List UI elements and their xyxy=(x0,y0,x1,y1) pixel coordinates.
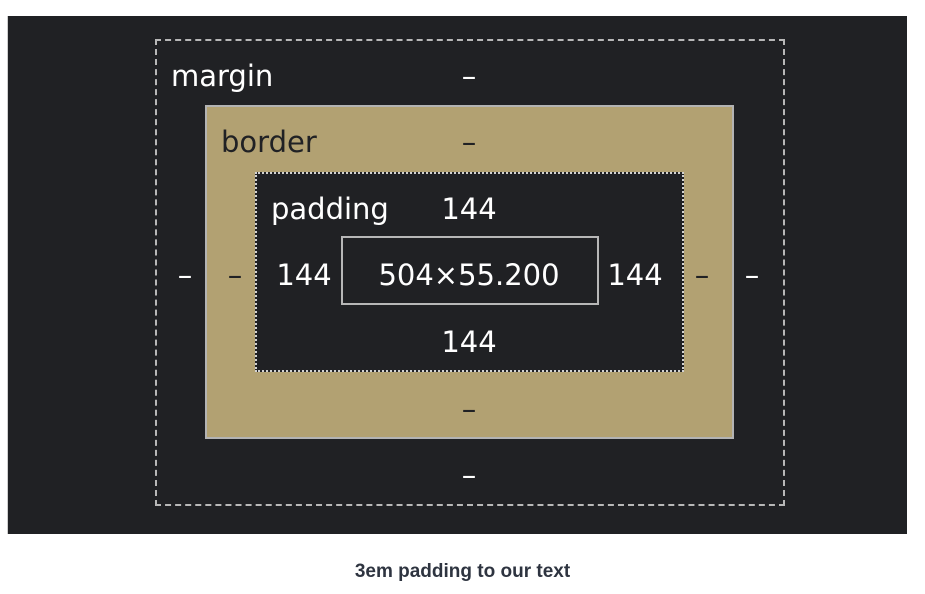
border-left-value[interactable]: – xyxy=(227,258,243,292)
margin-bottom-value[interactable]: – xyxy=(461,458,477,492)
content-box[interactable] xyxy=(341,236,599,305)
border-label: border xyxy=(221,125,317,159)
border-top-value[interactable]: – xyxy=(461,125,477,159)
border-right-value[interactable]: – xyxy=(694,258,710,292)
padding-box[interactable] xyxy=(255,172,684,372)
padding-bottom-value[interactable]: 144 xyxy=(441,325,497,359)
padding-right-value[interactable]: 144 xyxy=(607,258,663,292)
content-size-value[interactable]: 504×55.200 xyxy=(378,258,560,292)
margin-right-value[interactable]: – xyxy=(744,258,760,292)
border-bottom-value[interactable]: – xyxy=(461,392,477,426)
figure-caption: 3em padding to our text xyxy=(354,561,571,582)
padding-top-value[interactable]: 144 xyxy=(441,192,497,226)
margin-box[interactable] xyxy=(155,39,785,506)
box-model-panel: margin – – – – border – – – – padding 14… xyxy=(7,16,907,534)
margin-label: margin xyxy=(171,59,274,93)
margin-left-value[interactable]: – xyxy=(177,258,193,292)
padding-left-value[interactable]: 144 xyxy=(276,258,332,292)
margin-top-value[interactable]: – xyxy=(461,59,477,93)
padding-label: padding xyxy=(271,192,389,226)
